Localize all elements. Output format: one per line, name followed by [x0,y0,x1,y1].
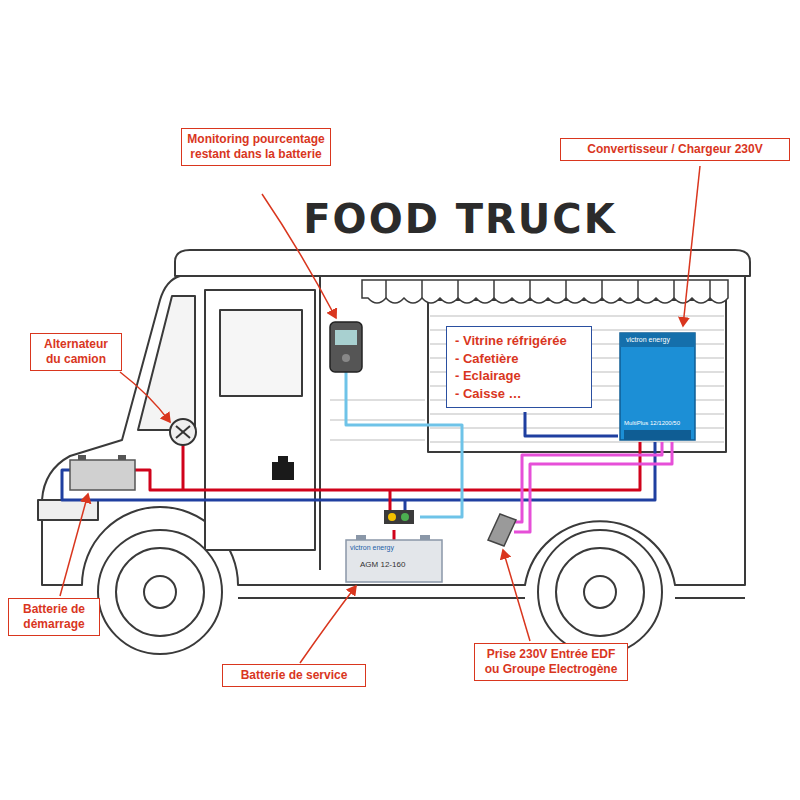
box-text: Batterie de démarrage [14,602,94,632]
box-text: Monitoring pourcentage restant dans la b… [187,132,325,162]
callout-box: Prise 230V Entrée EDF ou Groupe Electrog… [474,643,628,681]
box-text: Batterie de service [228,668,360,683]
box-text: - Vitrine réfrigérée [455,332,583,350]
box-text: - Cafetière [455,350,583,368]
diagram-title: FOOD TRUCK [303,196,616,242]
callout-box: Batterie de service [222,664,366,687]
box-text: Convertisseur / Chargeur 230V [566,142,784,157]
model-label: AGM 12-160 [360,560,405,569]
box-text: - Eclairage [455,367,583,385]
callout-box: Monitoring pourcentage restant dans la b… [181,128,331,166]
brand-label: victron energy [350,544,394,551]
box-text: - Caisse … [455,385,583,403]
model-label: MultiPlus 12/1200/50 [624,420,680,426]
box-text: Prise 230V Entrée EDF ou Groupe Electrog… [480,647,622,677]
brand-label: victron energy [626,336,670,343]
box-text: Alternateur du camion [36,337,116,367]
callout-box: Alternateur du camion [30,333,122,371]
loads-box: - Vitrine réfrigérée- Cafetière- Eclaira… [446,326,592,408]
callout-box: Convertisseur / Chargeur 230V [560,138,790,161]
callout-box: Batterie de démarrage [8,598,100,636]
